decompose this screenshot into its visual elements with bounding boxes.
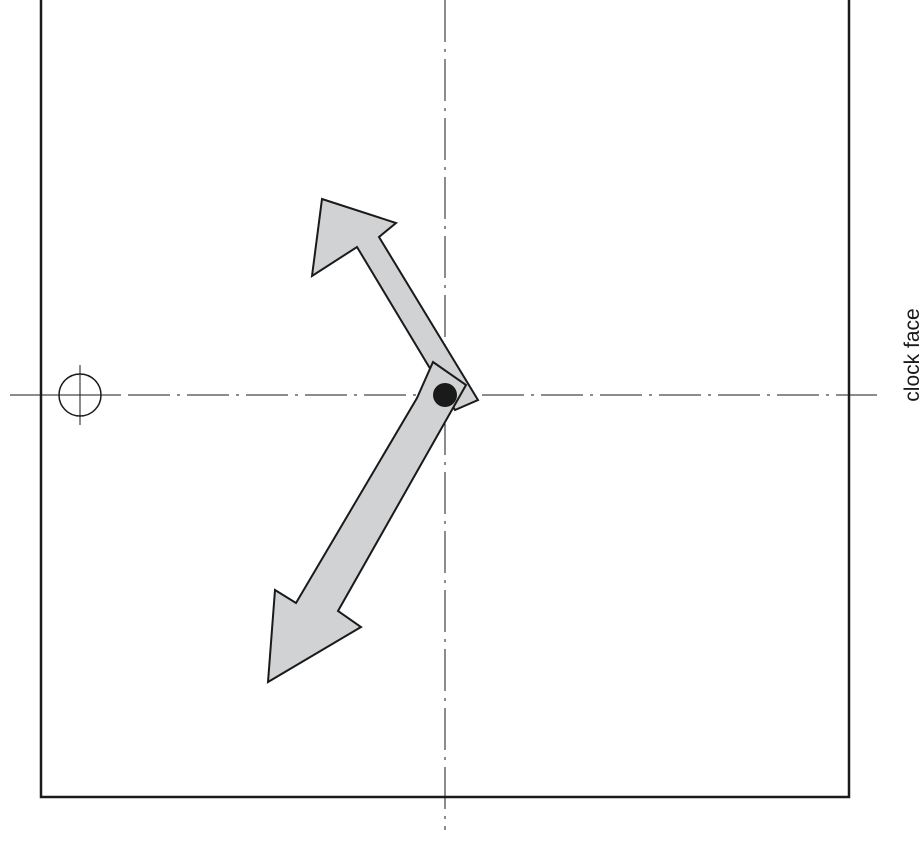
mounting-hole-marker [50, 365, 118, 425]
minute-hand-arrow [266, 360, 468, 684]
pivot-dot [433, 383, 457, 407]
hour-hand-arrow [310, 197, 480, 412]
clock-face-label: clock face [901, 308, 922, 402]
